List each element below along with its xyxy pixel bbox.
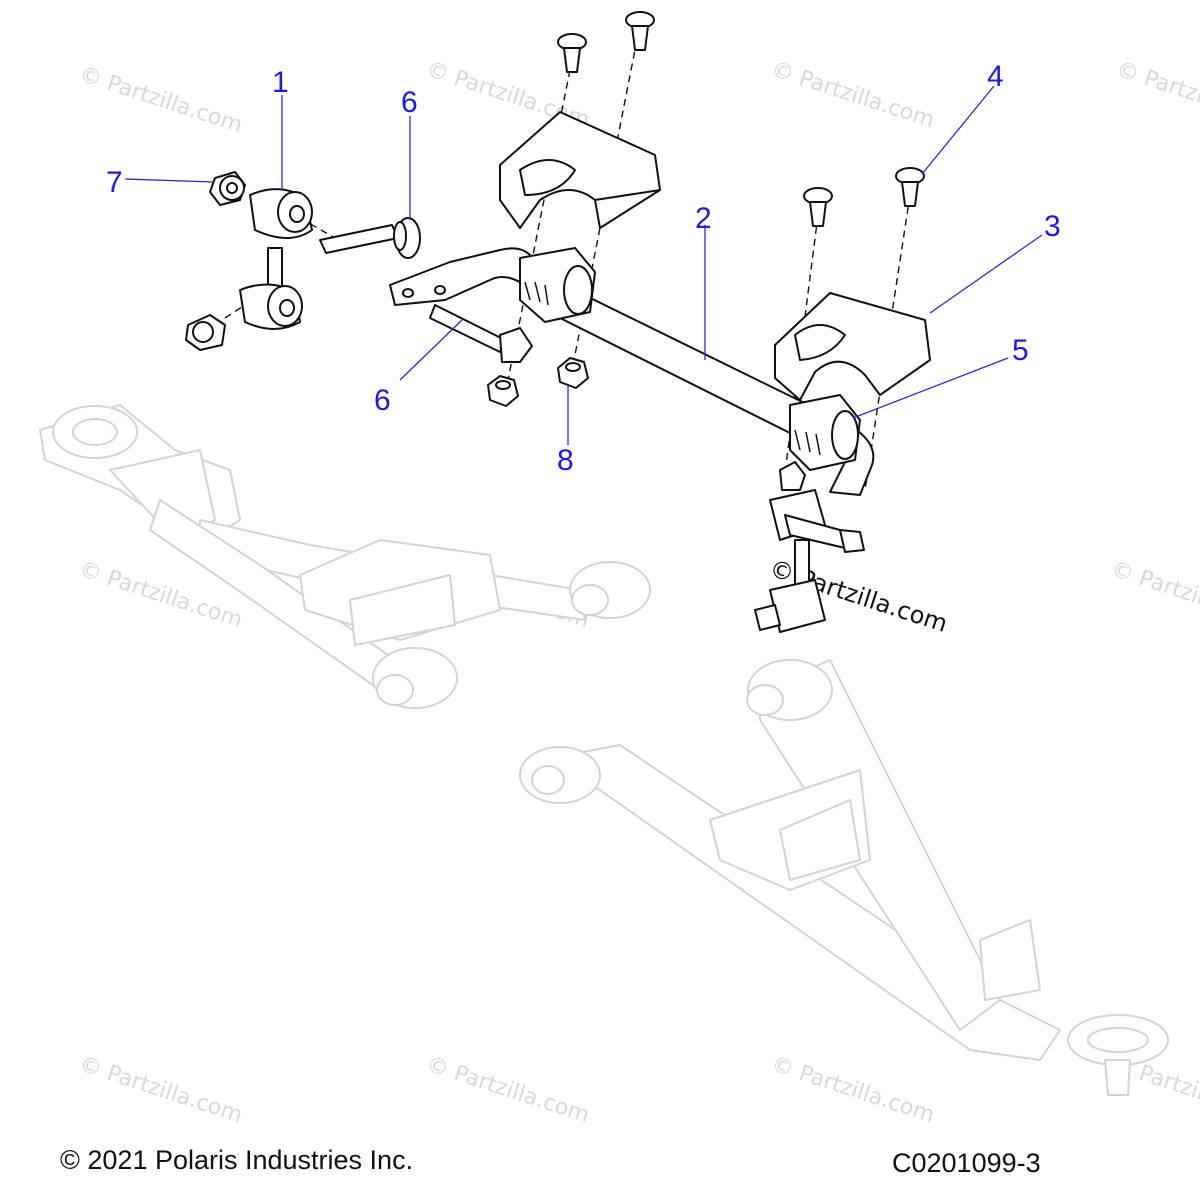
stabilizer-link-right	[754, 461, 865, 633]
callout-8: 8	[557, 444, 574, 477]
callout-6-lower: 6	[374, 384, 391, 417]
bolt-lower-part-6	[429, 304, 533, 363]
callout-2: 2	[695, 202, 712, 235]
watermark: © Partzilla.com	[1113, 57, 1200, 133]
screw-part-4-a	[557, 33, 587, 73]
leader-lines	[124, 85, 1043, 445]
callout-4: 4	[987, 60, 1004, 93]
clamp-upper-part-3	[499, 111, 661, 229]
callout-1: 1	[272, 66, 289, 99]
screw-part-4-b	[625, 11, 655, 51]
screw-part-4-d	[895, 167, 925, 207]
callout-5: 5	[1012, 334, 1029, 367]
callout-7: 7	[106, 166, 123, 199]
watermark: © Partzilla.com	[76, 1052, 245, 1128]
upper-a-arm-left	[39, 404, 651, 709]
watermark: © Partzilla.com	[768, 57, 937, 133]
watermark: © Partzilla.com	[768, 1052, 937, 1128]
screw-part-4-c	[803, 187, 833, 227]
nut-part-7	[209, 171, 246, 206]
bushing-left-part-5	[519, 247, 596, 323]
watermark: © Partzilla.com	[76, 62, 245, 138]
callout-3: 3	[1044, 210, 1061, 243]
watermark: © Partzilla.com	[423, 1052, 592, 1128]
lower-a-arm-right	[519, 659, 1169, 1096]
nut-link-lower	[185, 314, 226, 351]
clamp-right-part-3	[774, 292, 931, 401]
nut-part-8-b	[557, 357, 589, 389]
watermark: © Partzilla.com	[1108, 557, 1200, 633]
copyright-notice: © 2021 Polaris Industries Inc.	[60, 1145, 414, 1175]
drawing-number: C0201099-3	[892, 1148, 1041, 1178]
callout-6-upper: 6	[401, 86, 418, 119]
bolt-upper-part-6	[319, 217, 421, 259]
bushing-right-part-5	[789, 394, 861, 471]
nut-part-8-a	[487, 375, 519, 407]
callouts: 1 2 3 4 5 6 6 7 8	[106, 60, 1061, 477]
stabilizer-link-left	[239, 188, 313, 330]
